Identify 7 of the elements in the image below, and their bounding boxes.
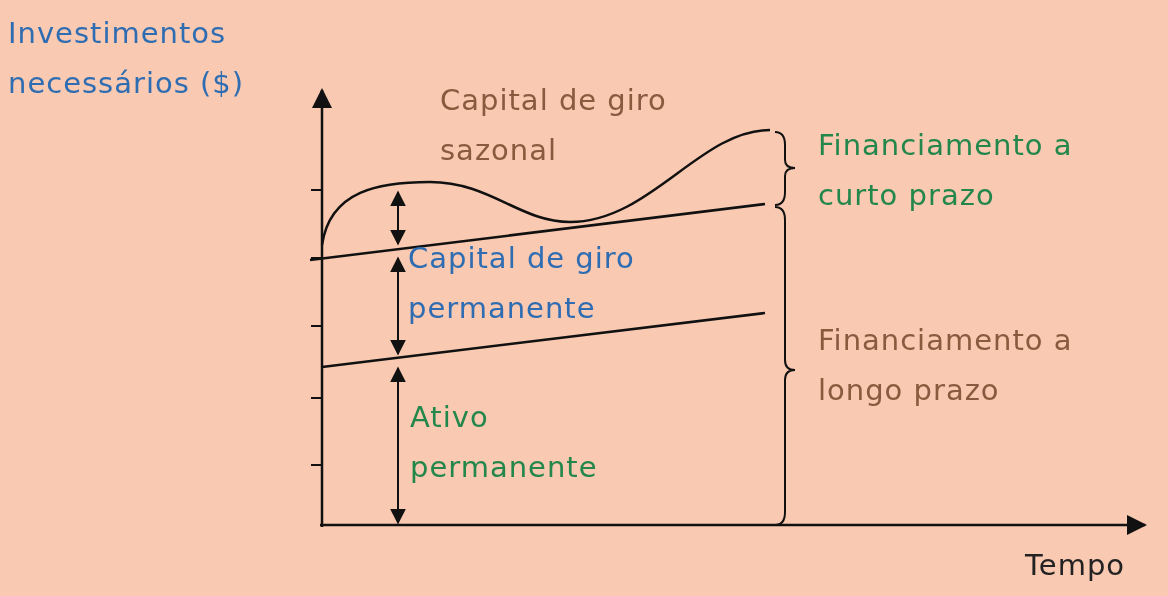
axis-title: Investimentos necessários ($) [8, 15, 246, 102]
axis-title: Tempo [1025, 547, 1127, 584]
financing-label: Financiamento a curto prazo [818, 127, 1074, 214]
financing-label: Financiamento a longo prazo [818, 322, 1074, 409]
region-label: Capital de giro sazonal [440, 82, 668, 169]
region-label: Ativo permanente [410, 399, 599, 486]
region-label: Capital de giro permanente [408, 240, 636, 327]
